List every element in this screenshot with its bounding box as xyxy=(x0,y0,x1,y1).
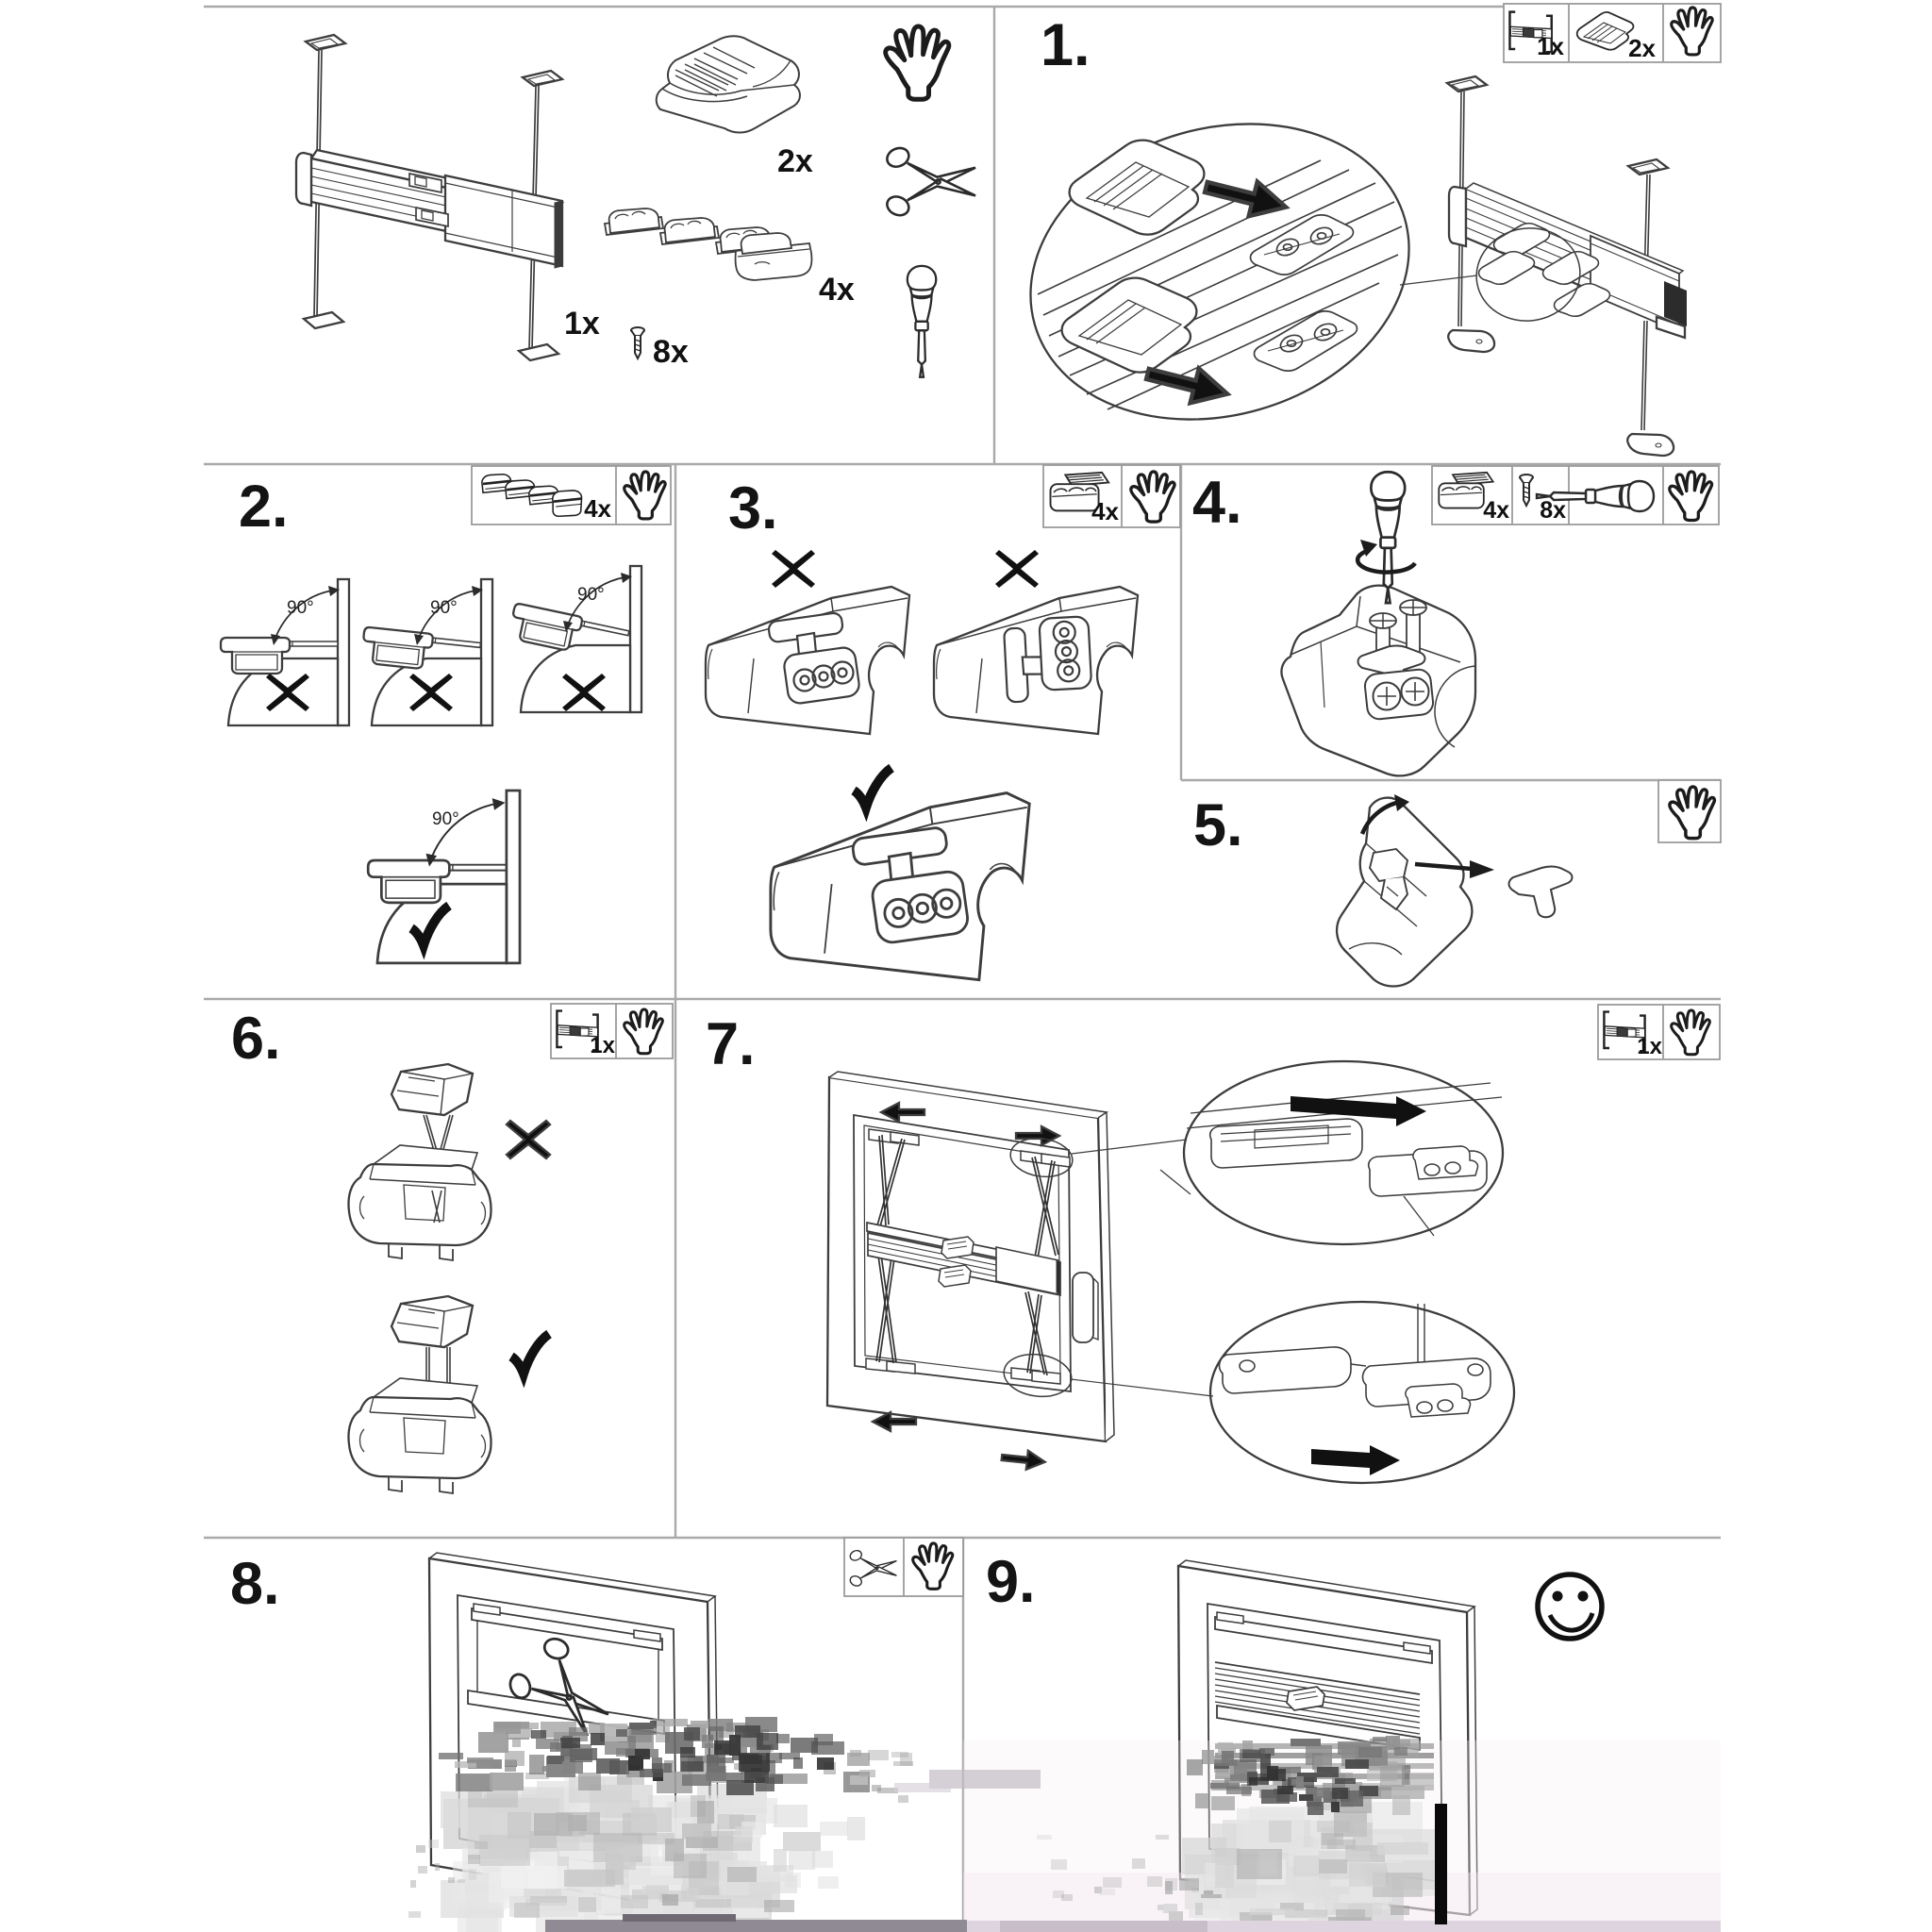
svg-text:4.: 4. xyxy=(1192,470,1242,536)
svg-text:2x: 2x xyxy=(777,143,813,179)
svg-text:4x: 4x xyxy=(1091,497,1119,525)
svg-text:2x: 2x xyxy=(1628,34,1656,62)
svg-text:6.: 6. xyxy=(231,1006,281,1072)
svg-text:8.: 8. xyxy=(230,1551,280,1617)
svg-text:90°: 90° xyxy=(287,598,314,618)
svg-text:90°: 90° xyxy=(577,585,605,605)
svg-text:4x: 4x xyxy=(819,272,855,308)
svg-text:1.: 1. xyxy=(1041,12,1091,78)
svg-text:8x: 8x xyxy=(1540,497,1566,524)
svg-text:8x: 8x xyxy=(653,334,689,370)
svg-text:90°: 90° xyxy=(432,809,459,829)
svg-text:1x: 1x xyxy=(564,306,600,341)
svg-text:4x: 4x xyxy=(1483,497,1509,524)
svg-text:5.: 5. xyxy=(1193,792,1243,858)
svg-text:9.: 9. xyxy=(986,1549,1036,1615)
svg-text:1x: 1x xyxy=(590,1033,615,1058)
svg-text:3.: 3. xyxy=(728,475,778,541)
svg-text:2.: 2. xyxy=(239,474,289,540)
svg-text:1x: 1x xyxy=(1637,1034,1662,1059)
svg-text:4x: 4x xyxy=(584,494,611,523)
svg-text:7.: 7. xyxy=(706,1011,756,1077)
svg-text:90°: 90° xyxy=(430,598,458,618)
svg-text:1x: 1x xyxy=(1537,32,1564,60)
